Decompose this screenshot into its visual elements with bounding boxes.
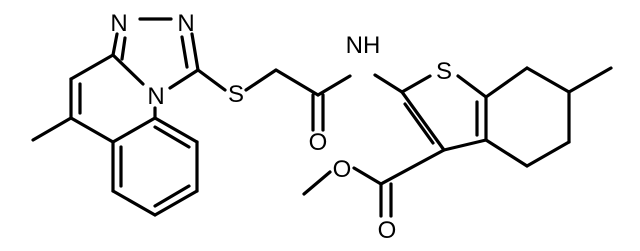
bond [196, 68, 227, 92]
atom-label-s: S [228, 81, 244, 108]
atom-label-n: N [110, 10, 127, 37]
bond [525, 66, 571, 94]
bond [168, 68, 200, 90]
bond [153, 189, 199, 217]
atom-labels: N N N S NH O S O O [110, 10, 452, 244]
bond [153, 125, 191, 149]
bond [111, 116, 157, 144]
bond [153, 116, 199, 144]
bond [442, 138, 488, 152]
atom-label-nh: NH [346, 32, 381, 59]
bond [244, 68, 278, 92]
atom-label-o: O [309, 129, 328, 156]
bond [69, 116, 115, 144]
bond [484, 138, 529, 168]
bond [400, 90, 446, 152]
atom-label-n: N [147, 83, 164, 110]
atom-label-n: N [177, 10, 194, 37]
bond [153, 184, 191, 208]
bond [180, 35, 189, 69]
bond [373, 73, 404, 94]
atom-label-o: O [333, 156, 352, 183]
bond [69, 53, 115, 81]
bond [484, 66, 529, 99]
bond [120, 36, 127, 61]
bond [111, 53, 145, 86]
bonds [31, 17, 613, 218]
bond [302, 170, 332, 196]
bond [567, 66, 613, 94]
bond [525, 140, 571, 168]
bond [400, 74, 432, 94]
bond [31, 116, 73, 142]
bond [190, 32, 200, 72]
atom-label-o: O [378, 217, 397, 244]
atom-label-s: S [436, 58, 452, 85]
bond [111, 189, 157, 217]
bond [379, 148, 446, 186]
bond [274, 68, 320, 97]
bond [456, 74, 488, 99]
bond [316, 74, 352, 97]
bond [111, 32, 119, 57]
bond [352, 166, 383, 186]
bond [403, 102, 435, 145]
